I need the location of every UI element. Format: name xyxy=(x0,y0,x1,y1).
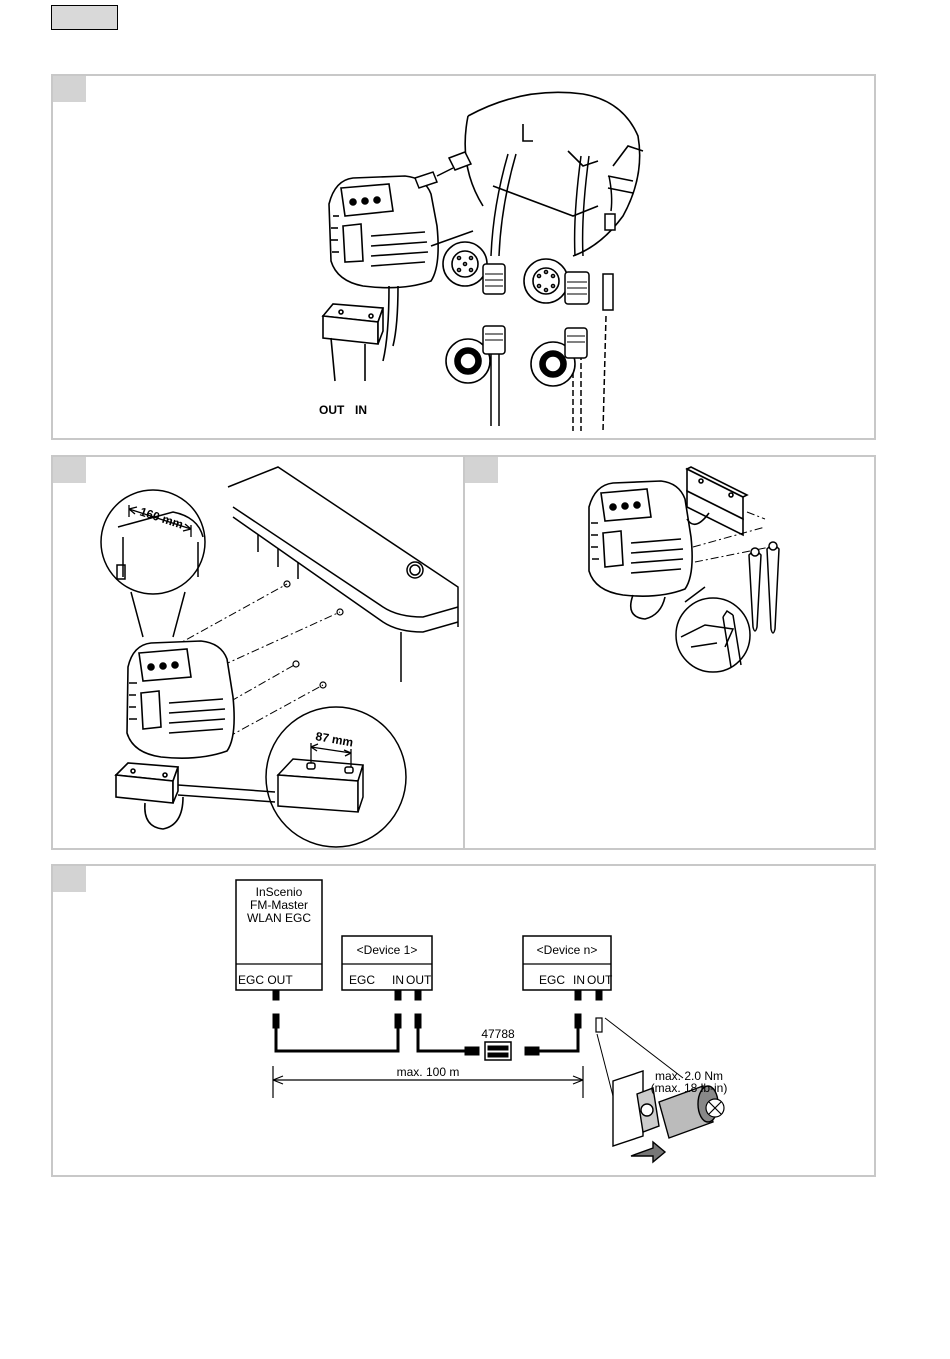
figure-panel-wall-mounting: 160 mm xyxy=(51,455,465,850)
max-length-label: max. 100 m xyxy=(397,1065,460,1079)
controller-device-drawing xyxy=(589,481,692,619)
wall-mounting-illustration: 160 mm xyxy=(53,457,467,852)
master-name-line3: WLAN EGC xyxy=(247,911,311,925)
detail-zoom-circle xyxy=(676,587,750,672)
detail-zoom-circle xyxy=(431,92,643,256)
port-connectors xyxy=(273,990,602,1000)
figure-panel-spike-mounting xyxy=(463,455,876,850)
master-name-line1: InScenio xyxy=(256,885,303,899)
devicen-in-label: IN xyxy=(573,973,585,987)
pool-edge-drawing xyxy=(228,467,458,682)
terminator-plug xyxy=(596,1018,602,1032)
device1-out-label: OUT xyxy=(406,973,432,987)
spike-mounting-illustration xyxy=(465,457,878,852)
device1-in-label: IN xyxy=(392,973,404,987)
connector-face-top-left xyxy=(443,242,487,286)
ground-bracket-drawing xyxy=(687,467,747,535)
master-port-label: EGC OUT xyxy=(238,973,293,987)
prohibited-icon xyxy=(706,1099,724,1117)
dimension-label-87mm: 87 mm xyxy=(314,729,354,749)
ground-spikes-drawing xyxy=(749,542,779,633)
devicen-name: <Device n> xyxy=(537,943,598,957)
in-label: IN xyxy=(355,403,367,417)
bracket-detail-drawing xyxy=(278,759,363,812)
page-tab-marker xyxy=(51,5,118,30)
wiring-schematic: InScenio FM-Master WLAN EGC EGC OUT <Dev… xyxy=(53,866,878,1179)
out-label: OUT xyxy=(319,403,345,417)
connector-face-top-right xyxy=(524,259,568,303)
wall-bracket-drawing xyxy=(323,304,383,381)
dimension-label-160mm: 160 mm xyxy=(138,505,185,532)
coupler-part-number: 47788 xyxy=(481,1027,515,1041)
figure-panel-cable-connection: OUT IN xyxy=(51,74,876,440)
cable-plugs xyxy=(273,1014,581,1028)
coupler-part xyxy=(465,1042,539,1060)
controller-device-drawing xyxy=(127,641,234,758)
device1-name: <Device 1> xyxy=(357,943,418,957)
devicen-egc-label: EGC xyxy=(539,973,565,987)
figure-panel-wiring-diagram: InScenio FM-Master WLAN EGC EGC OUT <Dev… xyxy=(51,864,876,1177)
wall-bracket-drawing xyxy=(116,763,183,829)
connector-plug-small xyxy=(415,152,471,188)
master-name-line2: FM-Master xyxy=(250,898,308,912)
cable-connection-illustration: OUT IN xyxy=(53,76,878,442)
device1-egc-label: EGC xyxy=(349,973,375,987)
devicen-out-label: OUT xyxy=(587,973,613,987)
wall-screws xyxy=(284,581,343,688)
torque-limit-line2: (max. 18 lb-in) xyxy=(651,1081,728,1095)
